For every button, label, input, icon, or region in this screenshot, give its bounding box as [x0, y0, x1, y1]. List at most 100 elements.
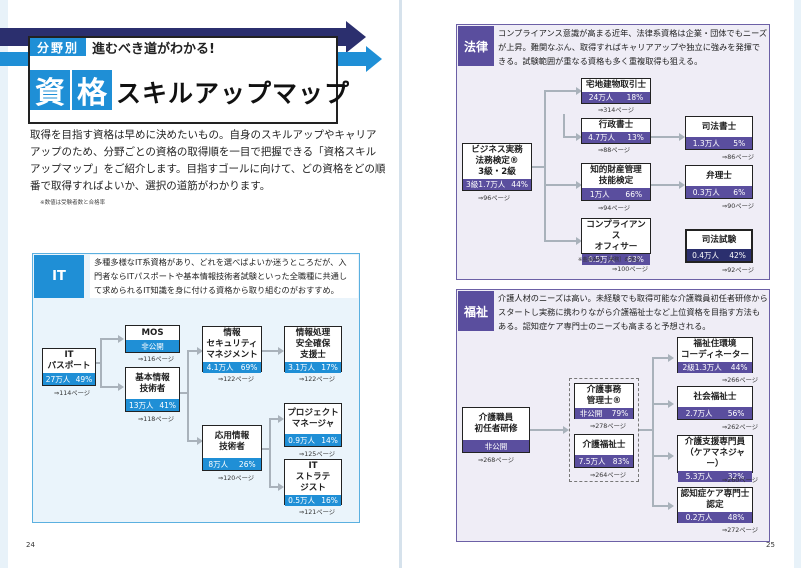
connector: [563, 114, 565, 138]
group-outline: [569, 378, 639, 482]
cert-rate: 5%: [733, 138, 746, 148]
cert-page-ref: ⇒272ページ: [722, 527, 759, 534]
cert-card-business-law[interactable]: ビジネス実務 法務検定® 3級・2級 3級1.7万人 44%: [462, 143, 532, 191]
cert-page-ref: ⇒314ページ: [598, 107, 635, 114]
cert-name: IT パスポート: [47, 350, 91, 371]
cert-count: 3級1.7万人: [466, 180, 506, 189]
cert-count: 2.7万人: [685, 408, 713, 418]
page-subtitle: 進むべき道がわかる!: [92, 42, 215, 57]
connector-arrow: [576, 237, 582, 245]
cert-name: 情報 セキュリティ マネジメント: [206, 328, 258, 360]
cert-name: コンプライアンス オフィサー: [586, 220, 646, 252]
data-note: ※数値は受験者数と合格率: [40, 200, 106, 206]
cert-name: 社会福祉士: [693, 391, 737, 402]
connector: [563, 136, 576, 138]
cert-rate: 17%: [321, 363, 338, 372]
cert-card-shoninsha[interactable]: 介護職員 初任者研修 非公開: [462, 407, 530, 453]
connector-arrow: [679, 133, 685, 141]
cert-card-kaigo-fukushishi[interactable]: 介護福祉士 7.5万人 83%: [574, 434, 634, 468]
cert-name: ビジネス実務 法務検定® 3級・2級: [471, 145, 523, 177]
cert-name: 知的財産管理 技能検定: [590, 165, 642, 186]
cert-page-ref: ⇒268ページ: [478, 457, 515, 464]
connector: [262, 448, 270, 450]
cert-name: 弁理士: [706, 170, 732, 181]
cert-name: 介護福祉士: [582, 439, 626, 450]
cert-card-shakai-fukushishi[interactable]: 社会福祉士 2.7万人 56%: [677, 386, 753, 420]
cert-name: IT ストラテ ジスト: [295, 461, 331, 493]
cert-rate: 69%: [240, 363, 258, 372]
cert-rate: 66%: [625, 189, 643, 199]
connector-arrow: [668, 452, 674, 460]
connector-arrow: [118, 335, 124, 343]
cert-rate: 44%: [511, 180, 528, 189]
connector: [544, 90, 546, 242]
connector: [100, 338, 118, 340]
cert-count: 4.7万人: [588, 133, 616, 142]
cert-page-ref: ⇒92ページ: [722, 267, 755, 274]
connector: [652, 505, 668, 507]
cert-name: 介護職員 初任者研修: [474, 413, 518, 434]
connector-arrow: [576, 133, 582, 141]
connector: [651, 136, 679, 138]
cert-name: 介護支援専門員 （ケアマネジャー）: [684, 437, 746, 469]
cert-page-ref: ⇒86ページ: [722, 154, 755, 161]
connector: [187, 350, 197, 352]
cert-page-ref: ⇒94ページ: [598, 205, 631, 212]
connector: [639, 429, 653, 431]
title-char-2: 格: [72, 70, 112, 111]
connector: [652, 403, 668, 405]
cert-card-security-management[interactable]: 情報 セキュリティ マネジメント 4.1万人 69%: [202, 326, 262, 373]
cert-rate: 14%: [321, 435, 338, 445]
cert-rate: 63%: [627, 255, 644, 264]
connector: [96, 362, 102, 364]
cert-name: 司法書士: [701, 121, 737, 132]
cert-count: 27万人: [45, 374, 71, 384]
cert-count: 3.1万人: [288, 363, 316, 372]
connector: [100, 386, 118, 388]
connector: [544, 184, 576, 186]
cert-card-mos[interactable]: MOS 非公開: [125, 325, 180, 353]
connector: [652, 357, 668, 359]
connector: [530, 429, 564, 431]
law-section-description: コンプライアンス意識が高まる近年、法律系資格は企業・団体でもニーズが上昇。難関な…: [498, 28, 768, 66]
cert-page-ref: ⇒262ページ: [722, 424, 759, 431]
cert-count: 4.1万人: [206, 363, 234, 372]
cert-rate: 56%: [727, 408, 745, 418]
cert-page-ref: ⇒118ページ: [138, 416, 175, 423]
connector-arrow: [668, 502, 674, 510]
cert-count: 7.5万人: [578, 456, 606, 466]
connector-arrow: [197, 437, 203, 445]
connector: [544, 240, 576, 242]
cert-rate: 83%: [612, 456, 630, 466]
connector-arrow: [278, 483, 284, 491]
title-char-1: 資: [30, 70, 70, 111]
cert-count: 0.2万人: [685, 513, 713, 522]
intro-paragraph: 取得を目指す資格は早めに決めたいもの。自身のスキルアップやキャリアアップのため、…: [30, 129, 386, 192]
cert-page-ref: ⇒116ページ: [138, 356, 175, 363]
cert-count: 非公開: [141, 341, 164, 351]
connector: [544, 90, 576, 92]
connector: [262, 350, 278, 352]
page-number-right: 25: [766, 541, 775, 549]
connector-arrow: [563, 426, 569, 434]
cert-footnote: ※金融AML［実務］の場合: [578, 257, 640, 263]
page-number-left: 24: [26, 541, 35, 549]
cert-name: 基本情報 技術者: [135, 372, 170, 394]
